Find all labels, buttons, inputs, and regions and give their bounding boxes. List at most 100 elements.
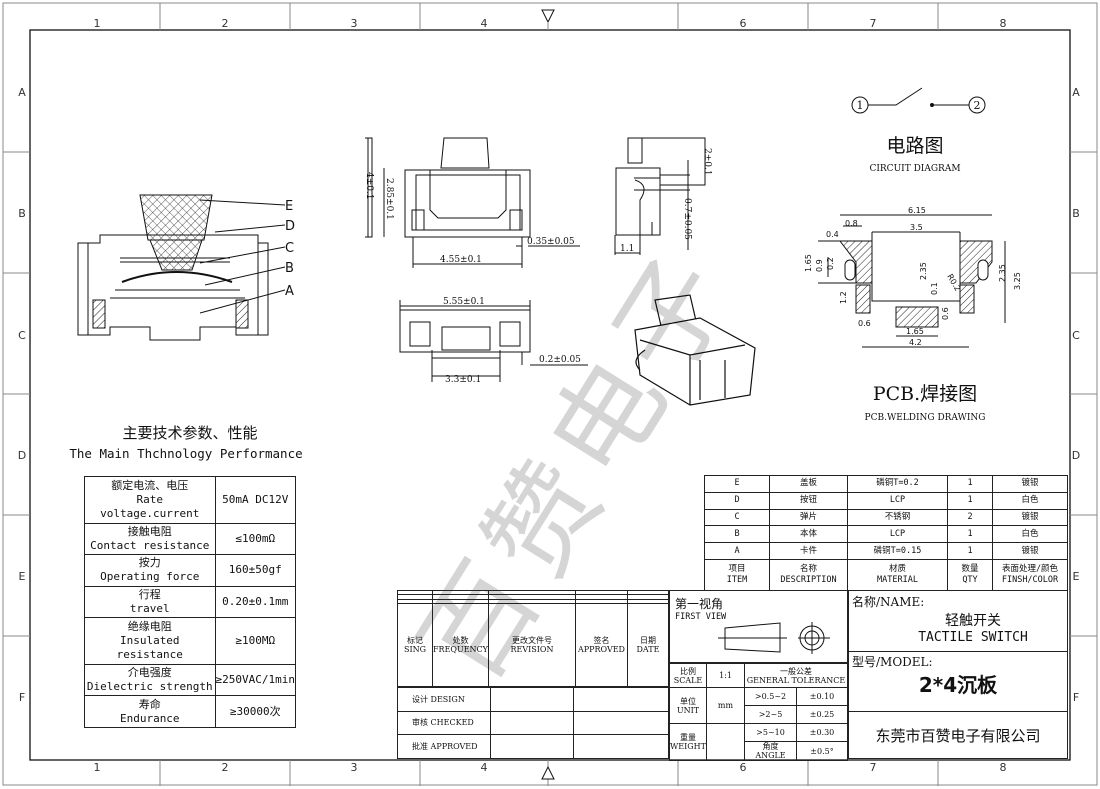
pcb-dim: 0.8 (845, 219, 858, 228)
grid-col: 6 (740, 17, 747, 30)
rev-header: 签名 (593, 636, 610, 646)
isometric-view (634, 294, 756, 406)
unit-value: mm (706, 687, 745, 724)
spec-value: 0.20±0.1mm (214, 585, 297, 619)
pcb-dim: 3.25 (1013, 272, 1022, 290)
spec-value: ≥250VAC/1min (214, 663, 297, 697)
checked-signer (490, 710, 574, 736)
rev-header-en: DATE (636, 645, 660, 655)
side-view: 2±0.1 0.7±0.05 1.1 (614, 137, 712, 255)
circuit-diagram: 1 2 电路图 CIRCUIT DIAGRAM (851, 87, 986, 174)
rev-header: 日期 (639, 636, 656, 646)
bom-cell: 镀银 (992, 475, 1068, 493)
bom-cell: 盖板 (769, 475, 848, 493)
pcb-dim: 0.4 (826, 230, 839, 239)
bom-cell: 不锈钢 (847, 508, 948, 527)
grid-row: C (1072, 329, 1080, 342)
bom-header-en: QTY (962, 575, 978, 585)
bom-header-en: ITEM (726, 575, 748, 585)
bom-cell: 镀银 (992, 542, 1068, 560)
scale-value: 1:1 (706, 663, 745, 688)
circuit-title-en: CIRCUIT DIAGRAM (869, 164, 960, 174)
first-view-label: 第一视角 (675, 597, 724, 611)
tolerance-range: >5~10 (744, 723, 797, 742)
circuit-title: 电路图 (886, 135, 943, 157)
bom-cell: LCP (847, 525, 948, 544)
bom-cell: 1 (947, 525, 993, 544)
specs-title-en: The Main Thchnology Performance (69, 446, 303, 461)
dim-travel-gap: 0.7±0.05 (682, 198, 692, 240)
tolerance-value: ±0.25 (796, 705, 848, 724)
bom-cell: C (704, 508, 770, 527)
grid-col: 7 (870, 17, 877, 30)
product-name-en: TACTILE SWITCH (918, 630, 1028, 645)
angle-label-en: ANGLE (755, 751, 786, 760)
grid-ticks (3, 3, 1097, 786)
spec-name: 介电强度 (127, 666, 172, 680)
grid-row: A (18, 86, 26, 99)
grid-col: 8 (1000, 17, 1007, 30)
bom-header-cn: 材质 (888, 564, 906, 574)
bottom-view: 5.55±0.1 0.2±0.05 3.3±0.1 (399, 297, 588, 385)
grid-col: 2 (222, 17, 229, 30)
bom-cell: 本体 (769, 525, 848, 544)
pcb-welding-drawing: 6.15 0.8 0.4 3.5 1.65 0.9 0.2 2.35 0.1 R… (804, 206, 1022, 423)
grid-row: F (19, 691, 25, 704)
bom-cell: LCP (847, 491, 948, 510)
bom-header-cn: 项目 (728, 564, 746, 574)
bom-header-en: FINSH/COLOR (1001, 575, 1059, 585)
bom-cell: 磷铜T=0.2 (847, 475, 948, 493)
dim-height: 4±0.1 (364, 172, 374, 200)
circuit-node-2: 2 (974, 99, 981, 112)
bom-cell: A (704, 542, 770, 560)
grid-col: 6 (740, 761, 747, 774)
dim-length: 5.55±0.1 (443, 297, 485, 307)
pcb-dim: 2.35 (919, 262, 928, 280)
rev-header-en: REVISION (510, 645, 554, 655)
bom-header-cn: 数量 (961, 564, 979, 574)
dim-depth: 1.1 (620, 244, 634, 254)
angle-label: 角度 (762, 742, 779, 751)
bom-cell: 弹片 (769, 508, 848, 527)
design-date (573, 687, 669, 712)
spec-value: ≥30000次 (214, 695, 297, 728)
front-view: 4±0.1 2.85±0.1 0.35±0.05 4.55±0.1 (364, 137, 580, 268)
grid-row: F (1073, 691, 1079, 704)
specs-title: 主要技术参数、性能 (122, 424, 258, 442)
callout-e: E (285, 199, 293, 214)
bom-header-en: DESCRIPTION (780, 575, 837, 585)
spec-name: 按力 (138, 556, 161, 570)
bom-header-cn: 名称 (799, 564, 817, 574)
spec-value: ≥100MΩ (214, 617, 297, 665)
model-value: 2*4沉板 (918, 673, 998, 697)
bom-cell: 2 (947, 508, 993, 527)
spec-name: 额定电流、电压 (111, 478, 189, 492)
grid-col: 4 (481, 761, 488, 774)
first-angle-symbol (718, 622, 830, 654)
spec-value: 50mA DC12V (214, 476, 297, 524)
grid-row: E (1073, 570, 1080, 583)
blank-cell (626, 598, 670, 605)
angle-tolerance: ±0.5° (796, 741, 848, 761)
bom-cell: 1 (947, 491, 993, 510)
spec-name: 行程 (138, 587, 161, 601)
pcb-dim: 3.5 (910, 223, 923, 232)
callout-c: C (285, 241, 294, 256)
dim-actuator: 2±0.1 (702, 148, 712, 176)
pcb-dim: 0.9 (815, 259, 824, 272)
first-view-cell: 第一视角 FIRST VIEW (669, 590, 848, 663)
pcb-dim: 0.1 (930, 282, 939, 295)
scale-label: 比例 (680, 666, 696, 676)
spec-value: ≤100mΩ (214, 522, 297, 556)
bom-cell: 白色 (992, 491, 1068, 510)
bom-cell: 白色 (992, 525, 1068, 544)
